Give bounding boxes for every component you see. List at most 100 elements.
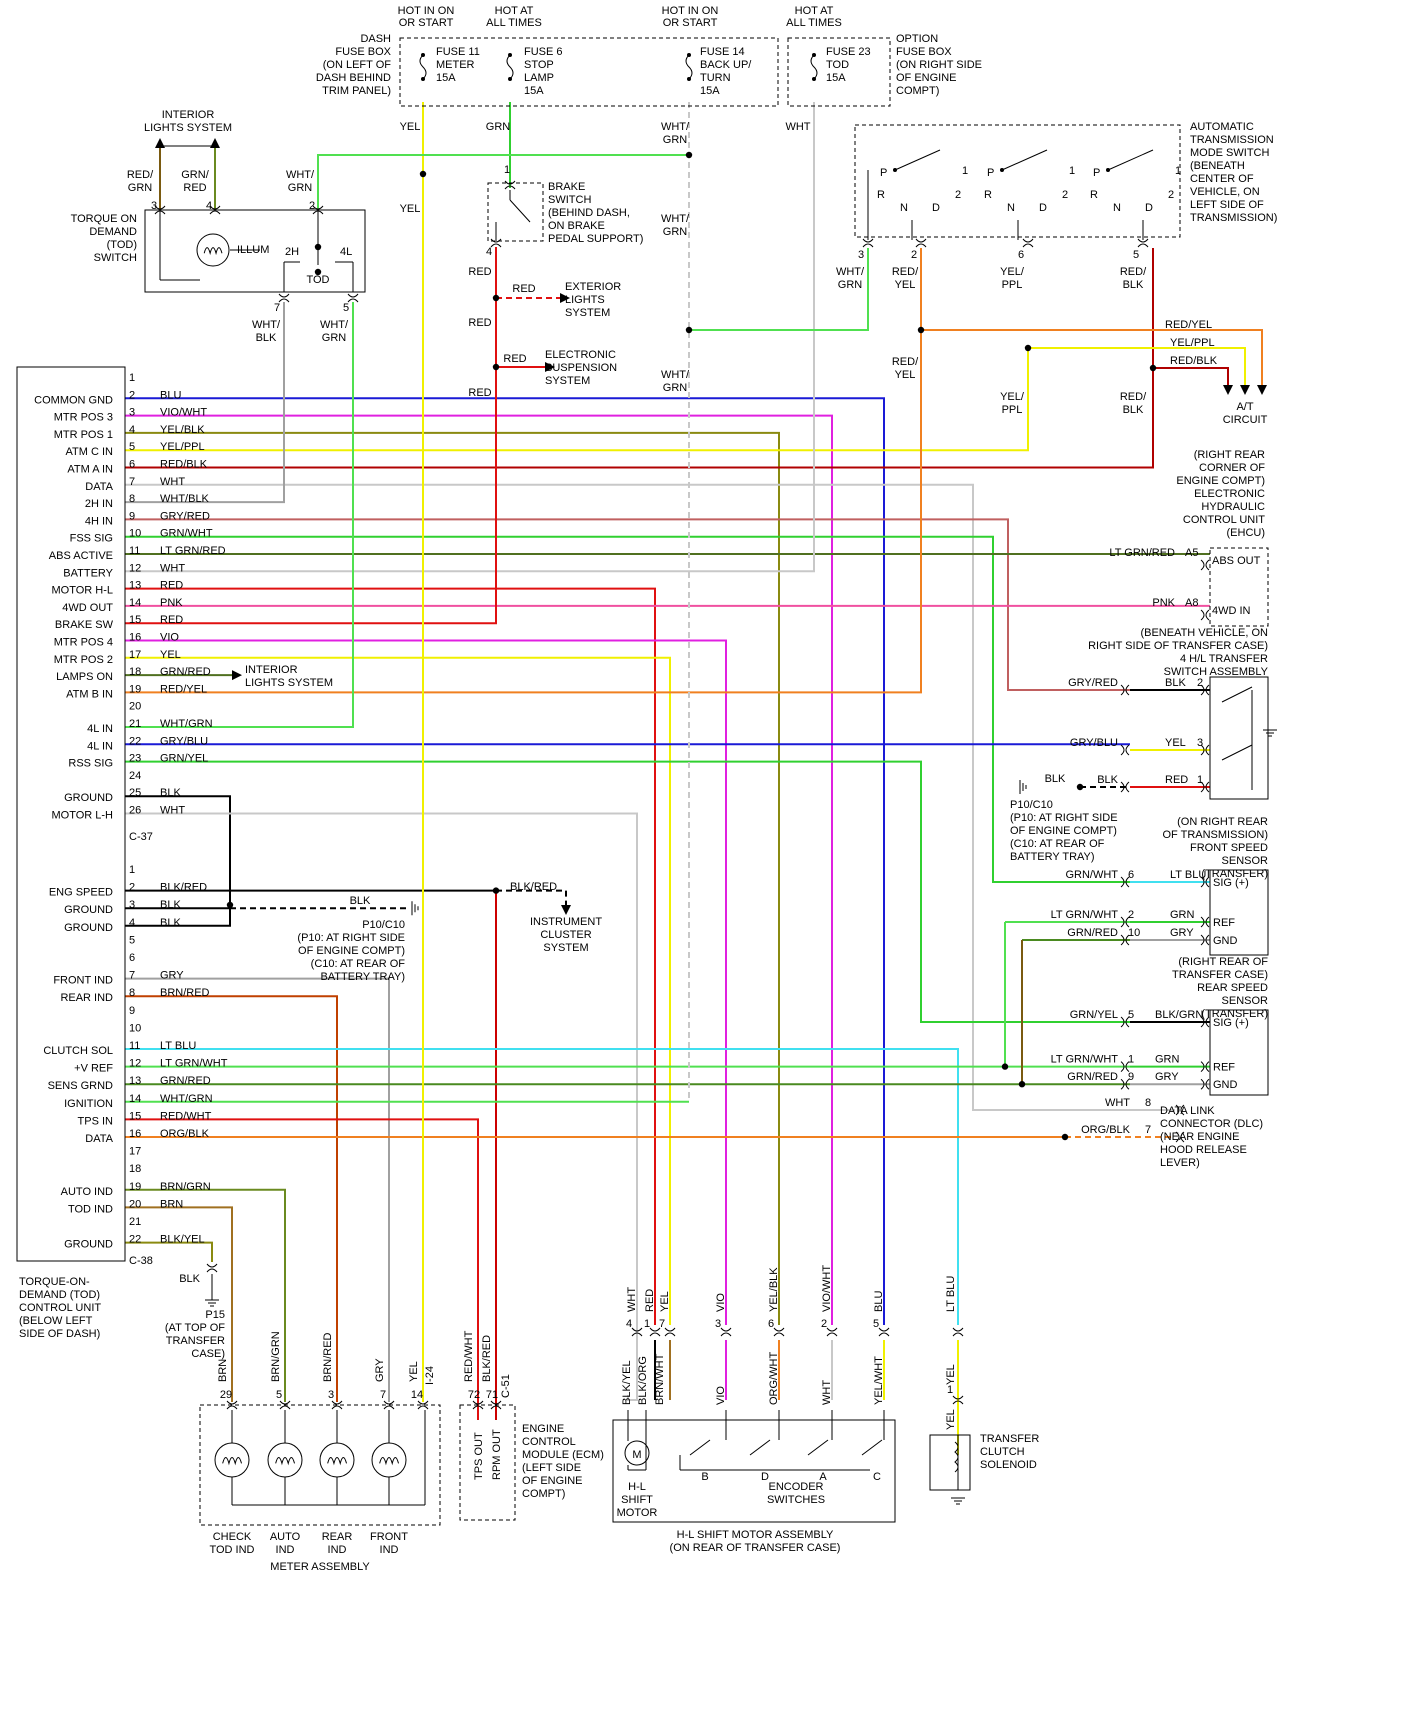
label: 2 xyxy=(1062,189,1068,201)
wire-motor-hl xyxy=(125,587,656,1325)
label: GRY/BLU xyxy=(160,735,208,747)
label: INTERIOR xyxy=(245,664,298,676)
label: WHT/ xyxy=(252,319,281,331)
label: RPM OUT xyxy=(491,1429,503,1480)
label: OF ENGINE xyxy=(522,1475,583,1487)
wire-brake-sw xyxy=(125,247,497,625)
label: 1 xyxy=(504,164,510,176)
label: REAR xyxy=(322,1531,353,1543)
wire-rss xyxy=(125,760,1130,1023)
label: RED xyxy=(160,580,183,592)
wire-mtr-pos1 xyxy=(125,431,780,1325)
label: MOTOR H-L xyxy=(51,585,113,597)
wire-atm-ign xyxy=(689,248,869,331)
label: 7 xyxy=(274,302,280,314)
label: 2H xyxy=(285,246,299,258)
label: 4L xyxy=(340,246,352,258)
label: 3 xyxy=(129,899,135,911)
label: GRN xyxy=(838,279,863,291)
label: 3 xyxy=(328,1389,334,1401)
label: SOLENOID xyxy=(980,1459,1037,1471)
splice-dot xyxy=(1061,1133,1069,1141)
label: R xyxy=(984,189,992,201)
label: (ON RIGHT REAR xyxy=(1177,816,1268,828)
label: 4L IN xyxy=(87,740,113,752)
label: (RIGHT REAR OF xyxy=(1178,956,1268,968)
motor-pin-upper xyxy=(773,1327,785,1337)
meter-pin xyxy=(331,1400,343,1410)
label: ATM B IN xyxy=(66,688,113,700)
encoder-switch-arm xyxy=(689,1439,711,1456)
motor-pin-upper xyxy=(878,1327,890,1337)
label: BLK xyxy=(1045,773,1066,785)
label: TORQUE ON xyxy=(71,213,137,225)
label: TRANSFER xyxy=(166,1335,225,1347)
tod-pin-7 xyxy=(278,293,290,303)
label: GRN/RED xyxy=(160,666,211,678)
label: SIDE OF DASH) xyxy=(19,1328,100,1340)
atm-pin-3 xyxy=(862,238,874,248)
atm-pin-6 xyxy=(1022,238,1034,248)
fuse-end xyxy=(687,53,691,57)
motor-icon xyxy=(624,1440,650,1466)
label: LIGHTS xyxy=(565,294,605,306)
label: LT GRN/WHT xyxy=(160,1058,228,1070)
label: 19 xyxy=(129,1181,141,1193)
label: 22 xyxy=(129,735,141,747)
label: COMMON GND xyxy=(34,394,113,406)
label: ENGINE COMPT) xyxy=(1176,475,1265,487)
label: CENTER OF xyxy=(1190,173,1254,185)
label: BRN/GRN xyxy=(270,1331,282,1382)
label: CONTROL UNIT xyxy=(1183,514,1265,526)
label: P10/C10 xyxy=(362,919,405,931)
label: TOD IND xyxy=(68,1203,113,1215)
label: TRANSMISSION) xyxy=(1190,212,1277,224)
label: WHT/ xyxy=(320,319,349,331)
wire-auto-ind xyxy=(125,1188,286,1402)
label: IND xyxy=(380,1544,399,1556)
wire-front-ind xyxy=(125,977,390,1402)
label: RED/ xyxy=(892,356,919,368)
label: ORG/WHT xyxy=(768,1352,780,1405)
label: 20 xyxy=(129,701,141,713)
label: FUSE 6 xyxy=(524,46,563,58)
label: HOT AT xyxy=(495,5,534,17)
ts-pin-1 xyxy=(1200,781,1210,793)
label: ORG/BLK xyxy=(160,1128,210,1140)
label: DATA xyxy=(85,481,113,493)
wire-tod-ign xyxy=(317,154,689,210)
label: RED xyxy=(160,614,183,626)
label: BLK/YEL xyxy=(160,1234,205,1246)
atm-contact xyxy=(1106,168,1110,172)
label: 11 xyxy=(129,545,140,557)
label: 4 H/L TRANSFER xyxy=(1180,653,1268,665)
label: 14 xyxy=(411,1389,423,1401)
label: WHT xyxy=(160,805,185,817)
label: 1 xyxy=(962,165,968,177)
filament-icon xyxy=(203,247,223,256)
label: R xyxy=(877,189,885,201)
wire-4h xyxy=(125,518,1130,691)
wire-battery xyxy=(125,102,815,573)
label: ATM A IN xyxy=(67,464,113,476)
label: ATM C IN xyxy=(66,446,114,458)
label: FRONT xyxy=(370,1531,408,1543)
label: VEHICLE, ON xyxy=(1190,186,1260,198)
brake-pin-4 xyxy=(490,238,502,248)
motor-letter: M xyxy=(632,1449,641,1461)
label: GRN xyxy=(322,332,347,344)
label: TRIM PANEL) xyxy=(322,85,391,97)
label: (BENEATH VEHICLE, ON xyxy=(1140,627,1268,639)
label: YEL xyxy=(400,203,421,215)
splice-dot xyxy=(1149,364,1157,372)
label: RED xyxy=(468,317,491,329)
label: BRN/WHT xyxy=(654,1353,666,1405)
label: DEMAND (TOD) xyxy=(19,1289,100,1301)
label: METER ASSEMBLY xyxy=(270,1561,370,1573)
label: DATA xyxy=(85,1133,113,1145)
label: FUSE BOX xyxy=(896,46,952,58)
wire-gnd4 xyxy=(125,908,231,927)
atm-contact xyxy=(1000,168,1004,172)
label: P xyxy=(987,167,994,179)
label: REF xyxy=(1213,917,1235,929)
